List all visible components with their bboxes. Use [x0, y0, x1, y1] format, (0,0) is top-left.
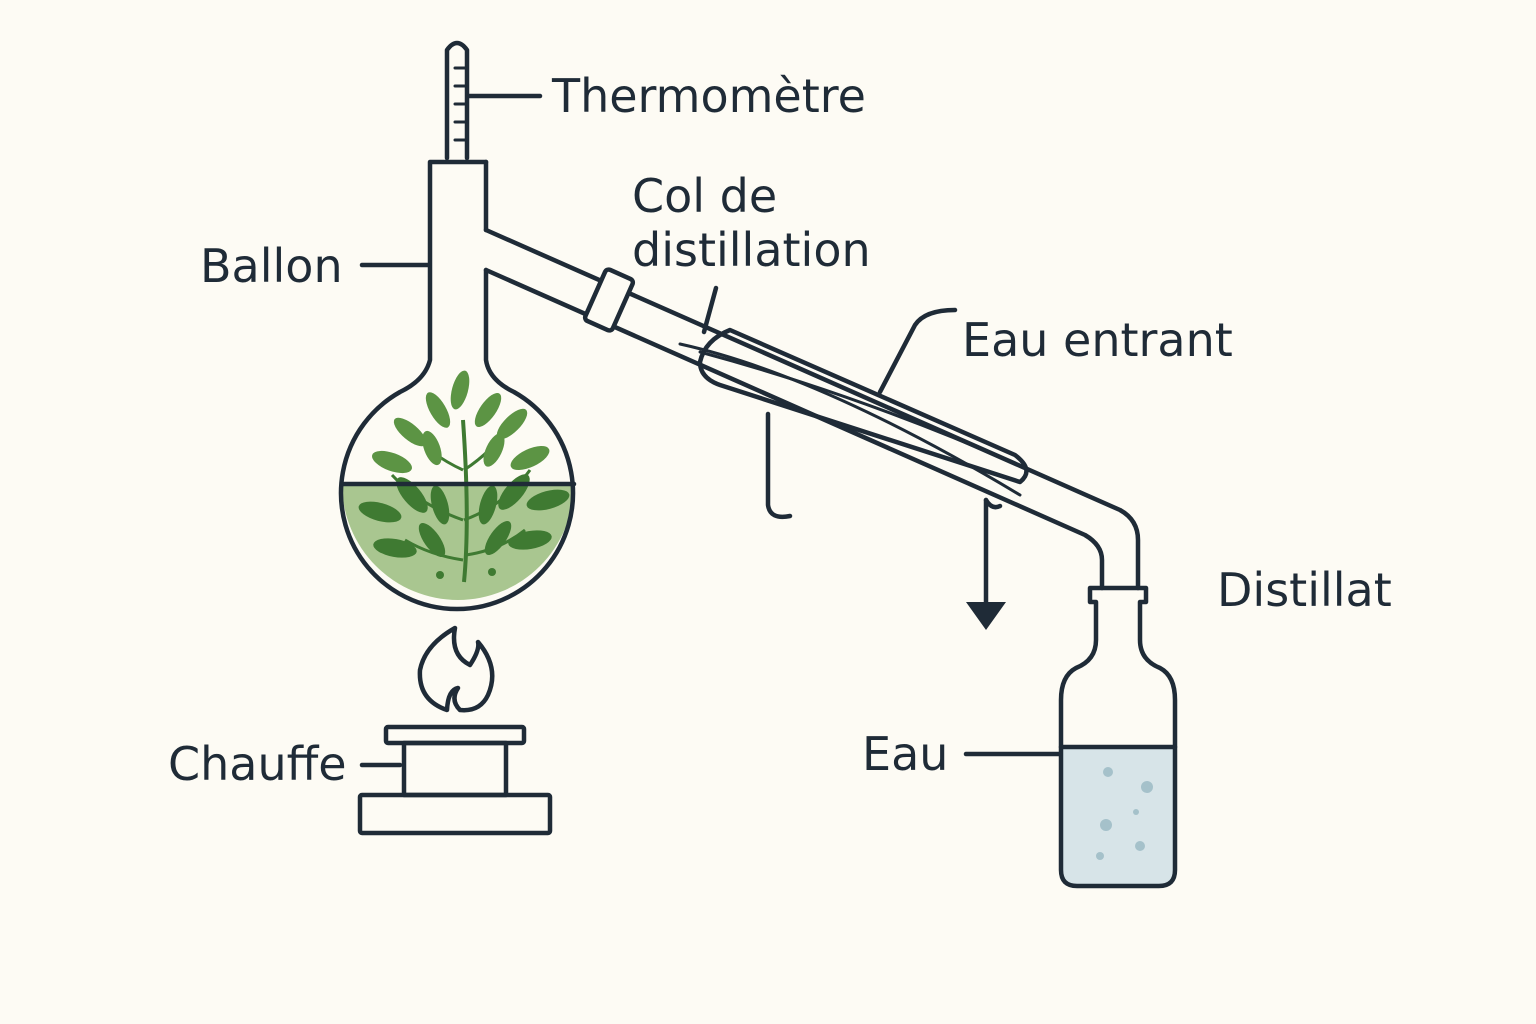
burner-chauffe: [357, 724, 553, 836]
plant-icon: [358, 370, 570, 583]
flask-ballon: [338, 159, 577, 612]
bubbles: [1096, 767, 1153, 860]
col-de-distillation-label-line2: distillation: [632, 223, 871, 277]
ballon-label: Ballon: [200, 239, 343, 293]
thermometre-label: Thermomètre: [552, 69, 866, 123]
chauffe-label: Chauffe: [168, 737, 347, 791]
thermometer-icon: [444, 40, 470, 161]
col-de-distillation-label-line1: Col de: [632, 169, 778, 223]
eau-entrant-label: Eau entrant: [962, 313, 1233, 367]
flask-liquid: [342, 484, 574, 600]
col-leader: [701, 285, 719, 335]
condenser: [678, 307, 1032, 605]
bottle-distillat: [1058, 585, 1178, 889]
eau-label: Eau: [862, 727, 949, 781]
flame-icon: [417, 625, 495, 713]
bottle-liquid: [1063, 748, 1173, 884]
down-arrow-icon: [966, 602, 1006, 630]
col-de-distillation: [483, 227, 1141, 591]
distillat-label: Distillat: [1217, 563, 1392, 617]
